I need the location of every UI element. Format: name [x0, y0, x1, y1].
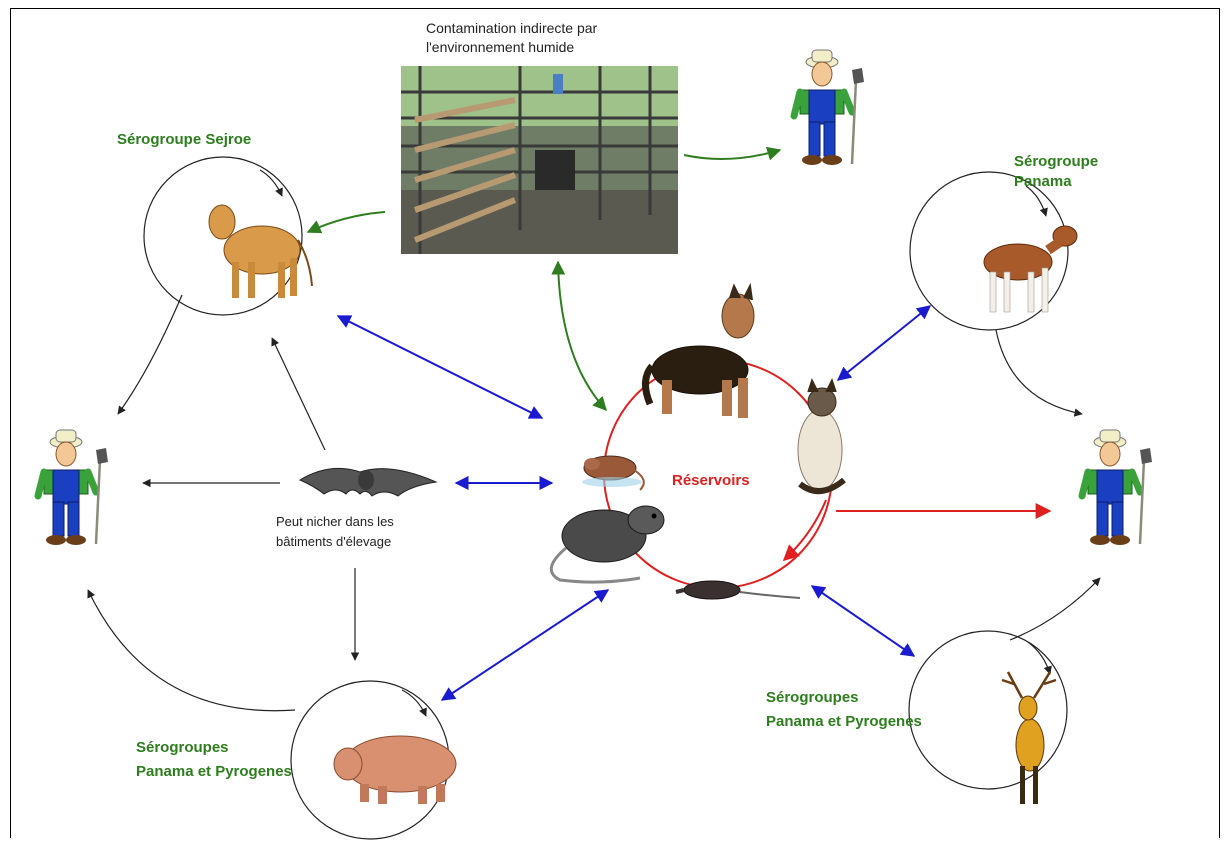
contamination-label-line2: l'environnement humide — [426, 39, 574, 55]
mouse-icon — [582, 455, 645, 491]
deer-label-line1: Sérogroupes — [766, 689, 859, 706]
reservoirs-label: Réservoirs — [672, 472, 750, 489]
rat-icon — [549, 505, 665, 584]
panama-label-line1: Sérogroupe — [1014, 153, 1098, 170]
panama-cycle-circle — [909, 171, 1069, 331]
dog-icon — [642, 282, 755, 418]
shrew-icon — [675, 580, 801, 600]
pig-label-line1: Sérogroupes — [136, 739, 229, 756]
farmer-icon — [38, 430, 108, 545]
farmer-icon — [794, 50, 864, 165]
arrow-barn-reservoirs — [551, 260, 607, 412]
deer-cycle-circle — [908, 630, 1068, 790]
barn-photo — [401, 66, 678, 254]
pig-label-line2: Panama et Pyrogenes — [136, 763, 292, 780]
sejroe-cycle-circle — [143, 156, 303, 316]
deer-icon — [1001, 671, 1057, 804]
arrow-deer-to-farmer — [1009, 577, 1101, 641]
deer-label-line2: Panama et Pyrogenes — [766, 713, 922, 730]
cow-icon — [208, 204, 313, 298]
arrow-goat-reservoirs — [836, 305, 932, 381]
arrow-goat-to-farmer — [995, 329, 1083, 417]
panama-label-line2: Panama — [1014, 173, 1072, 190]
contamination-label-line1: Contamination indirecte par — [426, 20, 598, 36]
sejroe-label: Sérogroupe Sejroe — [117, 131, 251, 148]
arrow-barn-to-cow — [306, 211, 386, 234]
bat-label-line1: Peut nicher dans les — [276, 514, 394, 529]
goat-icon — [983, 225, 1078, 313]
arrow-pig-reservoirs — [440, 589, 610, 701]
bat-label-line2: bâtiments d'élevage — [276, 534, 391, 549]
arrow-bat-to-cow — [271, 337, 326, 451]
arrow-cow-reservoirs — [336, 315, 544, 419]
bat-icon — [298, 467, 438, 497]
diagram-frame — [10, 8, 1220, 838]
pig-icon — [333, 735, 457, 804]
cat-icon — [797, 378, 846, 494]
arrow-deer-reservoirs — [810, 585, 916, 657]
arrow-barn-to-farmer — [683, 146, 782, 161]
arrow-cow-to-farmer — [117, 294, 183, 415]
arrow-pig-to-farmer — [87, 589, 296, 712]
farmer-icon — [1082, 430, 1152, 545]
